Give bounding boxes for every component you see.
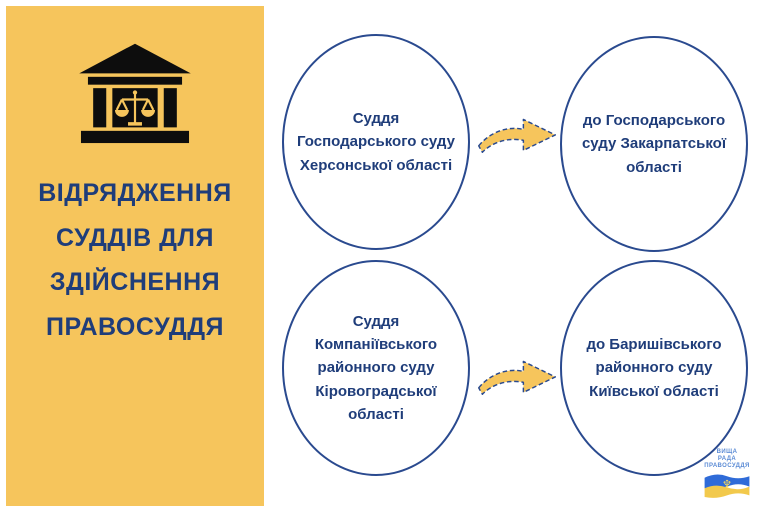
node-text: до Баришівського районного суду Київсько… [586,336,722,400]
title-line: ВІДРЯДЖЕННЯ [38,179,232,207]
left-panel: ВІДРЯДЖЕННЯ СУДДІВ ДЛЯ ЗДІЙСНЕННЯ ПРАВОС… [6,6,264,506]
page-title: ВІДРЯДЖЕННЯ СУДДІВ ДЛЯ ЗДІЙСНЕННЯ ПРАВОС… [38,171,232,349]
title-line: ЗДІЙСНЕННЯ [49,268,221,296]
arrow-right-icon [476,108,558,160]
node-from-row1: Суддя Господарського суду Херсонської об… [282,34,470,250]
courthouse-icon [74,40,196,157]
node-text: Суддя Господарського суду Херсонської об… [297,110,455,174]
ukraine-flag-trident-icon: ♆ [704,474,750,498]
node-to-row2: до Баришівського районного суду Київсько… [560,260,748,476]
org-logo-text: ВИЩА РАДА ПРАВОСУДДЯ [704,449,750,469]
scales-icon [114,90,156,126]
svg-text:♆: ♆ [722,478,732,491]
title-line: ПРАВОСУДДЯ [46,312,224,341]
node-text: Суддя Компаніївського районного суду Кір… [314,312,438,423]
arrow-right-icon [476,350,558,402]
org-logo: ВИЩА РАДА ПРАВОСУДДЯ ♆ [703,449,751,500]
diagram-panel: Суддя Господарського суду Херсонської об… [264,6,761,506]
title-line: СУДДІВ ДЛЯ [56,223,214,252]
node-to-row1: до Господарського суду Закарпатської обл… [560,36,748,252]
node-from-row2: Суддя Компаніївського районного суду Кір… [282,260,470,476]
node-text: до Господарського суду Закарпатської обл… [581,112,727,176]
